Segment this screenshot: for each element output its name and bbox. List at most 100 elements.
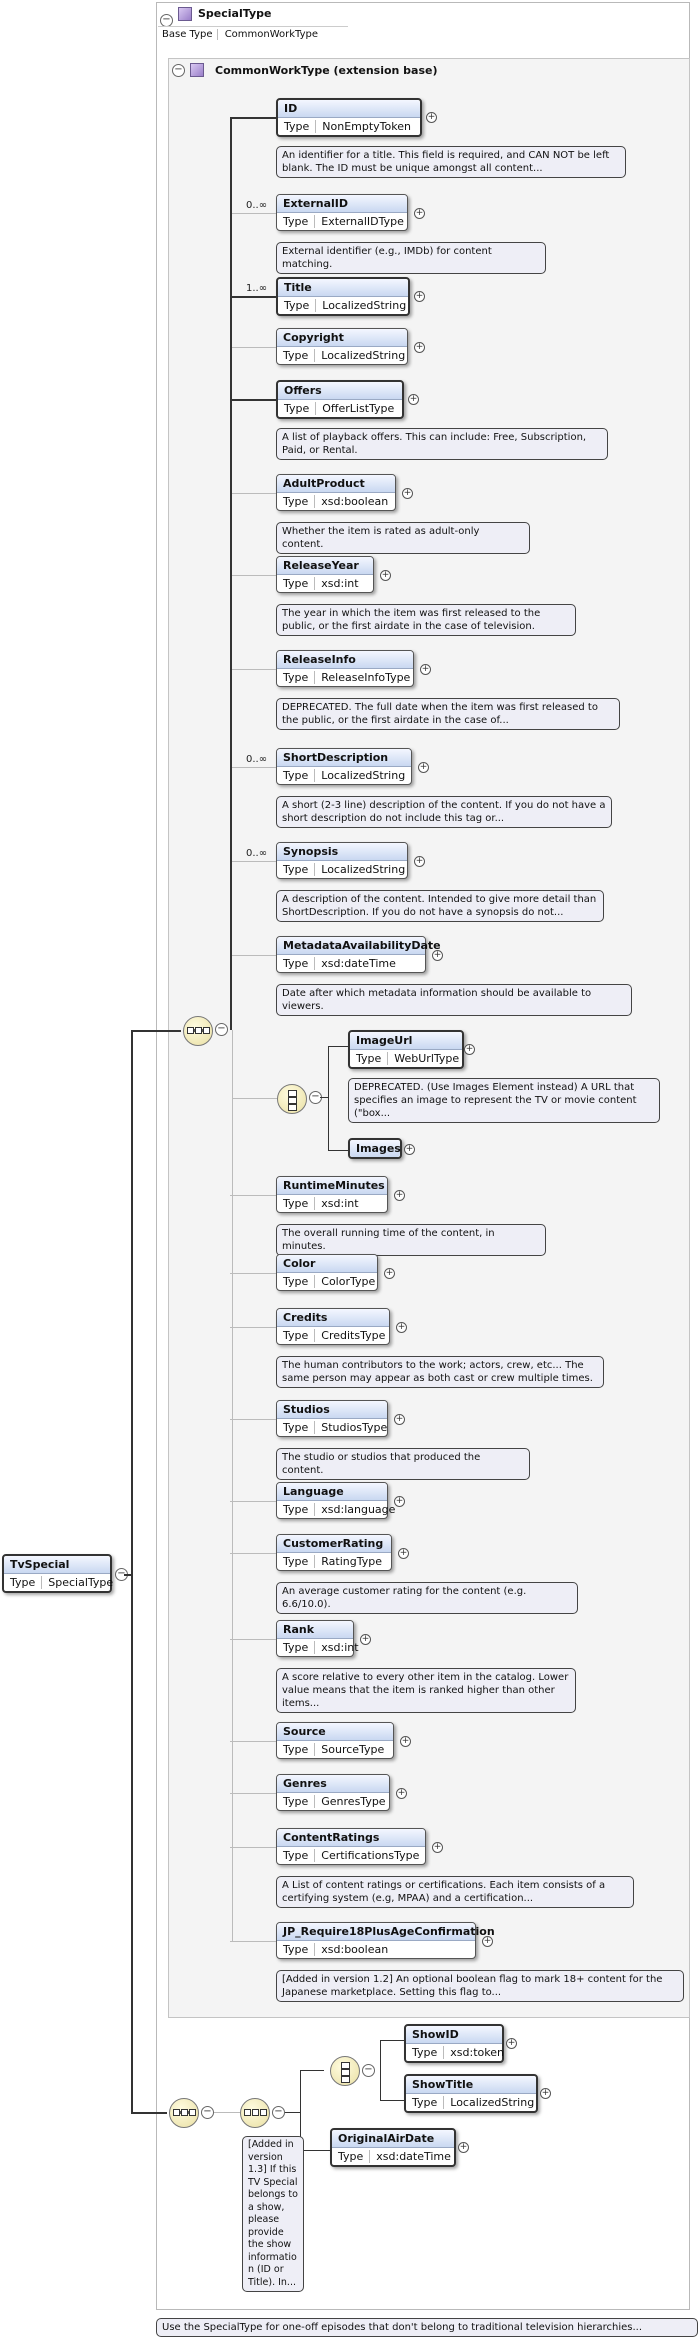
expand-originalairdate-icon[interactable]: +	[458, 2142, 469, 2153]
expand-contentratings-icon[interactable]: +	[432, 1842, 443, 1853]
element-type-value: xsd:int	[321, 1197, 359, 1210]
root-branch-line	[131, 1030, 133, 2112]
expand-imageurl-icon[interactable]: +	[464, 1044, 475, 1055]
element-name: CustomerRating	[277, 1535, 391, 1553]
image-choice-icon	[277, 1084, 307, 1114]
expand-title-icon[interactable]: +	[414, 291, 425, 302]
element-connector	[230, 1327, 276, 1328]
expand-copyright-icon[interactable]: +	[414, 342, 425, 353]
element-name: Images	[350, 1140, 401, 1157]
expand-releaseyear-icon[interactable]: +	[380, 570, 391, 581]
image-choice-mid-line	[320, 1097, 328, 1098]
element-name: ContentRatings	[277, 1829, 425, 1847]
show-group-top-line	[300, 2070, 324, 2071]
show-choice-icon	[240, 2098, 270, 2128]
expand-rank-icon[interactable]: +	[360, 1634, 371, 1645]
base-type-key: Base Type	[158, 29, 218, 40]
collapse-show-inner-choice-toggle[interactable]: −	[362, 2064, 375, 2077]
extension-type-icon	[190, 63, 204, 77]
element-type-value: LocalizedString	[321, 769, 406, 782]
expand-color-icon[interactable]: +	[384, 1268, 395, 1279]
element-documentation: A list of playback offers. This can incl…	[276, 428, 608, 460]
element-name: Studios	[277, 1401, 387, 1419]
element-connector	[230, 861, 276, 862]
element-name: Language	[277, 1483, 387, 1501]
show-inner-line	[380, 2040, 381, 2100]
expand-showid-icon[interactable]: +	[506, 2038, 517, 2049]
element-name: JP_Require18PlusAgeConfirmation	[277, 1923, 495, 1941]
collapse-show-sequence-toggle[interactable]: −	[201, 2106, 214, 2119]
element-name: Title	[278, 279, 408, 297]
show-sequence-icon	[169, 2098, 199, 2128]
element-type-value: SourceType	[321, 1743, 385, 1756]
expand-language-icon[interactable]: +	[394, 1496, 405, 1507]
complex-type-icon	[178, 7, 192, 21]
base-type-value: CommonWorkType	[224, 29, 319, 40]
expand-shortdescription-icon[interactable]: +	[418, 762, 429, 773]
collapse-common-work-type-toggle[interactable]: −	[172, 64, 185, 77]
expand-releaseinfo-icon[interactable]: +	[420, 664, 431, 675]
collapse-main-sequence-toggle[interactable]: −	[215, 1023, 228, 1036]
element-documentation: The overall running time of the content,…	[276, 1224, 546, 1256]
element-type-value: CreditsType	[321, 1329, 386, 1342]
expand-showtitle-icon[interactable]: +	[540, 2088, 551, 2099]
element-type-value: LocalizedString	[322, 299, 407, 312]
element-images[interactable]: Images	[348, 1138, 402, 1159]
expand-images-icon[interactable]: +	[404, 1144, 415, 1155]
element-name: Copyright	[277, 329, 407, 347]
expand-genres-icon[interactable]: +	[396, 1788, 407, 1799]
element-connector	[230, 1793, 276, 1794]
element-type-value: xsd:boolean	[321, 1943, 389, 1956]
expand-offers-icon[interactable]: +	[408, 394, 419, 405]
element-connector	[230, 767, 276, 768]
image-choice-bottom-line	[328, 1150, 348, 1151]
element-type-value: ReleaseInfoType	[321, 671, 411, 684]
expand-runtimeminutes-icon[interactable]: +	[394, 1190, 405, 1201]
expand-customerrating-icon[interactable]: +	[398, 1548, 409, 1559]
expand-metadataavailabilitydate-icon[interactable]: +	[432, 950, 443, 961]
element-documentation: The studio or studios that produced the …	[276, 1448, 530, 1480]
collapse-root-toggle[interactable]: −	[115, 1568, 128, 1581]
expand-synopsis-icon[interactable]: +	[414, 856, 425, 867]
show-inner-top-line	[380, 2040, 404, 2041]
expand-studios-icon[interactable]: +	[394, 1414, 405, 1425]
expand-adultproduct-icon[interactable]: +	[402, 488, 413, 499]
expand-source-icon[interactable]: +	[400, 1736, 411, 1747]
expand-id-icon[interactable]: +	[426, 112, 437, 123]
element-name: Offers	[278, 382, 402, 400]
expand-jp_require18plusageconfirmation-icon[interactable]: +	[482, 1936, 493, 1947]
collapse-show-choice-toggle[interactable]: −	[272, 2106, 285, 2119]
expand-externalid-icon[interactable]: +	[414, 208, 425, 219]
element-type-value: xsd:boolean	[321, 495, 389, 508]
element-type-value: LocalizedString	[321, 349, 406, 362]
element-connector	[230, 575, 276, 576]
expand-credits-icon[interactable]: +	[396, 1322, 407, 1333]
